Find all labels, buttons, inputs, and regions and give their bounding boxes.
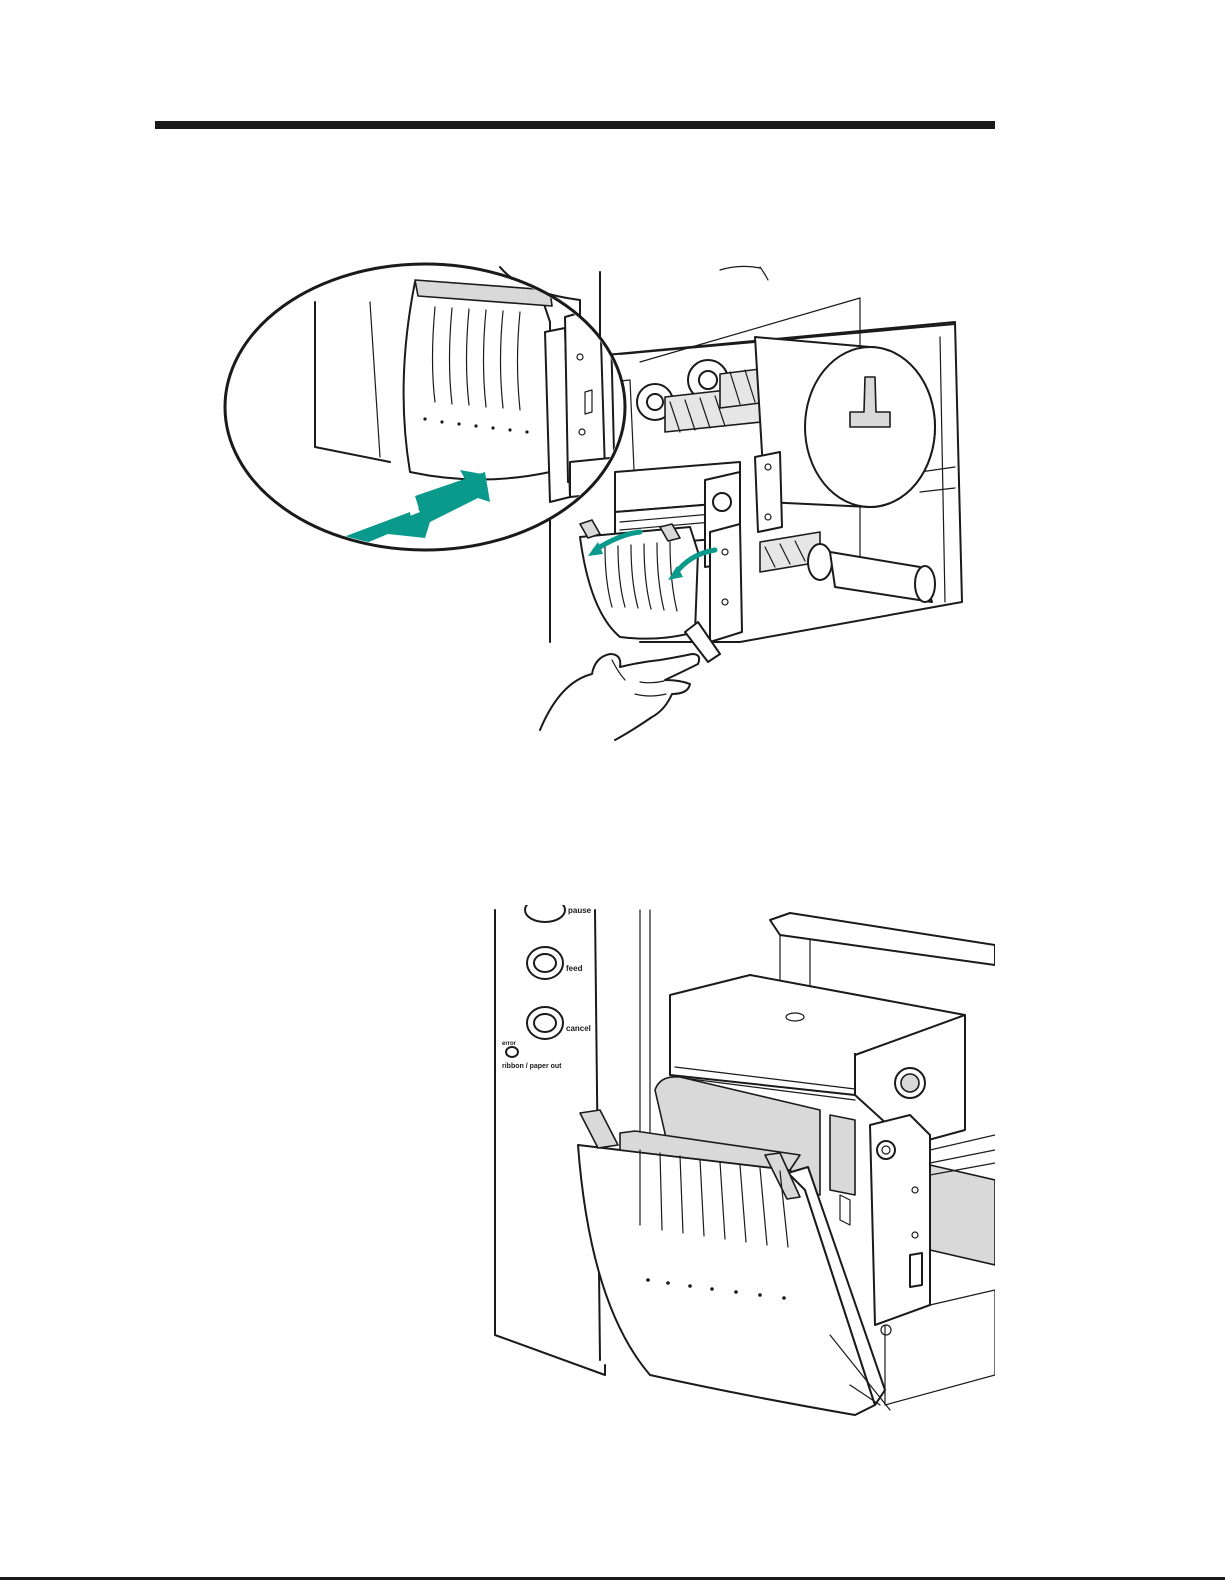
error-label: error (502, 1041, 517, 1047)
printer-front-panel-icon: pause feed cancel error ribbon / paper o… (490, 905, 995, 1435)
figure-printer-cutter-closeup: pause feed cancel error ribbon / paper o… (490, 905, 995, 1435)
printer-mechanism-icon (220, 262, 980, 742)
footer-rule (0, 1577, 1225, 1580)
cancel-label: cancel (566, 1024, 591, 1033)
figure-printer-cutter-open (220, 262, 980, 742)
pause-label: pause (568, 906, 592, 915)
ribbon-paper-out-label: ribbon / paper out (502, 1063, 562, 1070)
feed-label: feed (566, 964, 583, 973)
header-rule (155, 121, 995, 129)
